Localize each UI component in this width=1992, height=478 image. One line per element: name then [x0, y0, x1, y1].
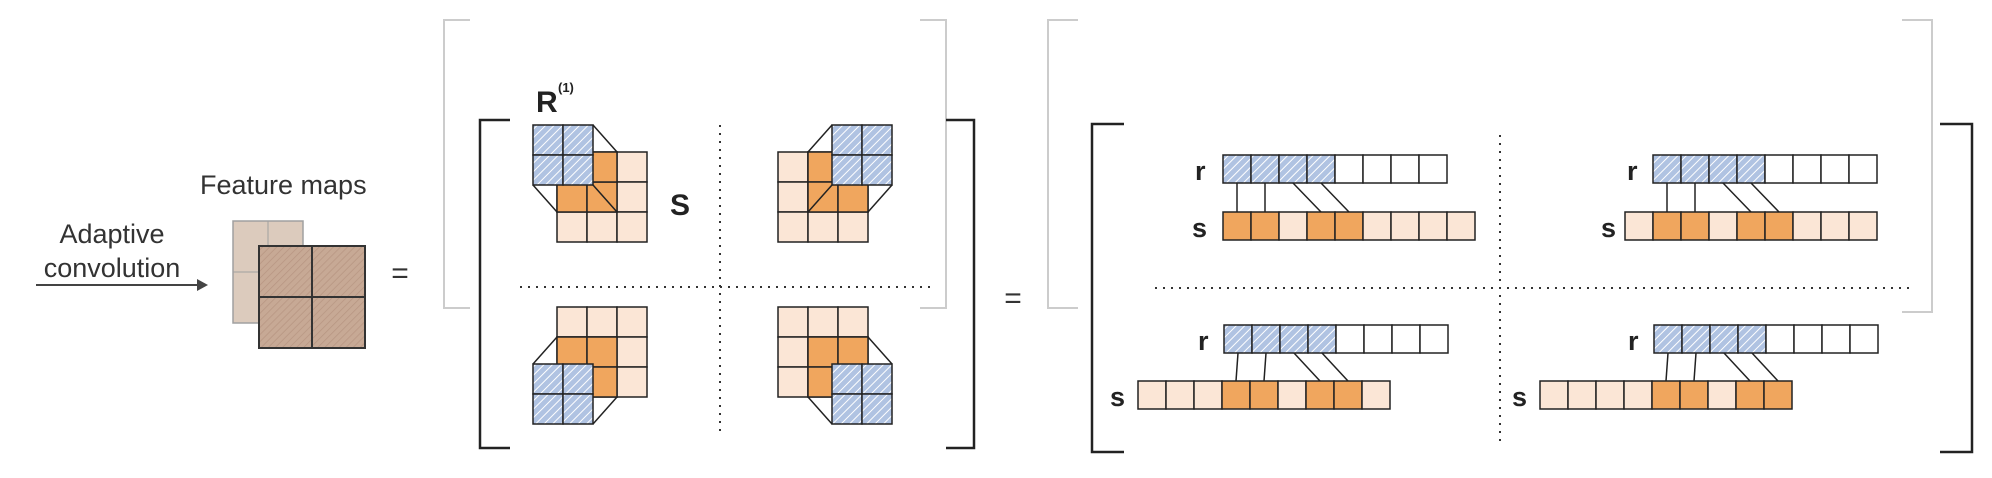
- equals-sign-1: =: [391, 257, 409, 290]
- s-vector: [1222, 211, 1476, 241]
- s-label: s: [1192, 213, 1207, 243]
- convolution-arrow: [36, 279, 208, 291]
- middle-matrix: R (1) S: [443, 19, 1022, 450]
- connectors: [1666, 182, 1780, 213]
- r-label: r: [1628, 326, 1639, 356]
- arrow-label-line2: convolution: [44, 253, 181, 283]
- light-bracket-right-1: [920, 19, 947, 309]
- arrow-label-line1: Adaptive: [59, 219, 164, 249]
- bracket-left-2: [1090, 122, 1124, 454]
- s-label: s: [1512, 382, 1527, 412]
- equals-sign-2: =: [1004, 282, 1022, 315]
- r-vector: [1222, 154, 1448, 184]
- light-bracket-left-1: [443, 19, 470, 309]
- r-vector: [1652, 154, 1878, 184]
- s-vector: [1624, 211, 1878, 241]
- connectors: [1235, 352, 1349, 382]
- s-label: s: [1110, 382, 1125, 412]
- r-label: r: [1195, 156, 1206, 186]
- r-vector: [1223, 324, 1449, 354]
- bracket-right-2: [1940, 122, 1974, 454]
- bracket-right-1: [946, 118, 976, 450]
- feature-map-front: [258, 245, 366, 349]
- quadrant-bottom-left: [532, 306, 648, 425]
- s-vector: [1137, 380, 1391, 410]
- s-label: s: [1601, 213, 1616, 243]
- cell-top-left: r s: [1192, 154, 1476, 243]
- r-vector: [1653, 324, 1879, 354]
- cell-bottom-right: r s: [1512, 324, 1879, 412]
- s-label: S: [670, 189, 690, 222]
- matrix-label-superscript: (1): [558, 80, 574, 95]
- bracket-left-1: [478, 118, 510, 450]
- r-label: r: [1198, 326, 1209, 356]
- cell-bottom-left: r s: [1110, 324, 1449, 412]
- quadrant-top-right: [777, 124, 893, 243]
- connectors: [1236, 182, 1350, 213]
- quadrant-bottom-right: [777, 306, 893, 425]
- right-matrix: r s: [1047, 19, 1974, 454]
- quadrant-top-left: [532, 124, 648, 243]
- input-section: Adaptive convolution Feature maps =: [36, 170, 409, 349]
- light-bracket-right-2: [1902, 19, 1933, 313]
- matrix-label-r: R: [536, 86, 558, 119]
- feature-maps-title: Feature maps: [200, 170, 367, 200]
- s-vector: [1539, 380, 1793, 410]
- r-label: r: [1627, 156, 1638, 186]
- connectors: [1665, 352, 1779, 382]
- light-bracket-left-2: [1047, 19, 1078, 309]
- cell-top-right: r s: [1601, 154, 1878, 243]
